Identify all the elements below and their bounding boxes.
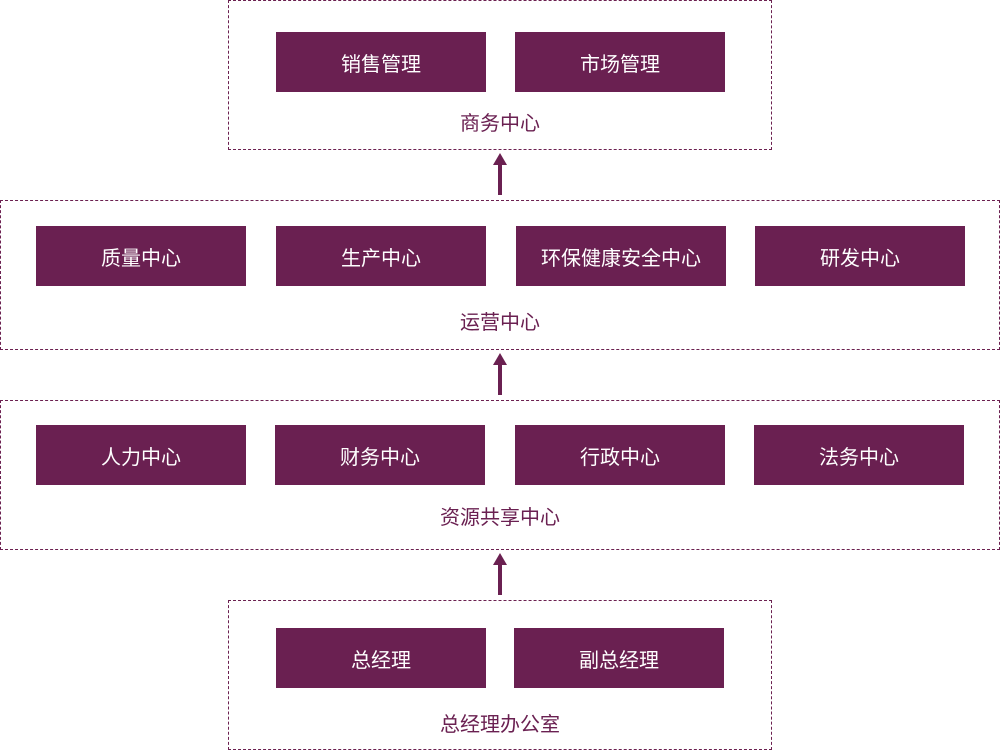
box-deputy-general-manager: 副总经理 xyxy=(514,628,724,688)
arrow-up-icon xyxy=(493,553,507,595)
group-label-shared: 资源共享中心 xyxy=(440,505,560,529)
box-quality-center: 质量中心 xyxy=(36,226,246,286)
arrow-up-icon xyxy=(493,353,507,395)
box-finance-center: 财务中心 xyxy=(275,425,485,485)
group-label-operations: 运营中心 xyxy=(460,310,540,334)
arrow-up-icon xyxy=(493,153,507,195)
group-operations-center: 质量中心 生产中心 环保健康安全中心 研发中心 运营中心 xyxy=(0,200,1000,350)
box-ehs-center: 环保健康安全中心 xyxy=(516,226,726,286)
group-shared-resources-center: 人力中心 财务中心 行政中心 法务中心 资源共享中心 xyxy=(0,400,1000,550)
box-sales-management: 销售管理 xyxy=(276,32,486,92)
box-general-manager: 总经理 xyxy=(276,628,486,688)
group-gm-office: 总经理 副总经理 总经理办公室 xyxy=(228,600,772,750)
box-production-center: 生产中心 xyxy=(276,226,486,286)
group-label-gm-office: 总经理办公室 xyxy=(440,712,560,736)
box-market-management: 市场管理 xyxy=(515,32,725,92)
box-hr-center: 人力中心 xyxy=(36,425,246,485)
group-commerce-center: 销售管理 市场管理 商务中心 xyxy=(228,0,772,150)
box-rd-center: 研发中心 xyxy=(755,226,965,286)
group-label-commerce: 商务中心 xyxy=(460,111,540,135)
box-legal-center: 法务中心 xyxy=(754,425,964,485)
box-admin-center: 行政中心 xyxy=(515,425,725,485)
